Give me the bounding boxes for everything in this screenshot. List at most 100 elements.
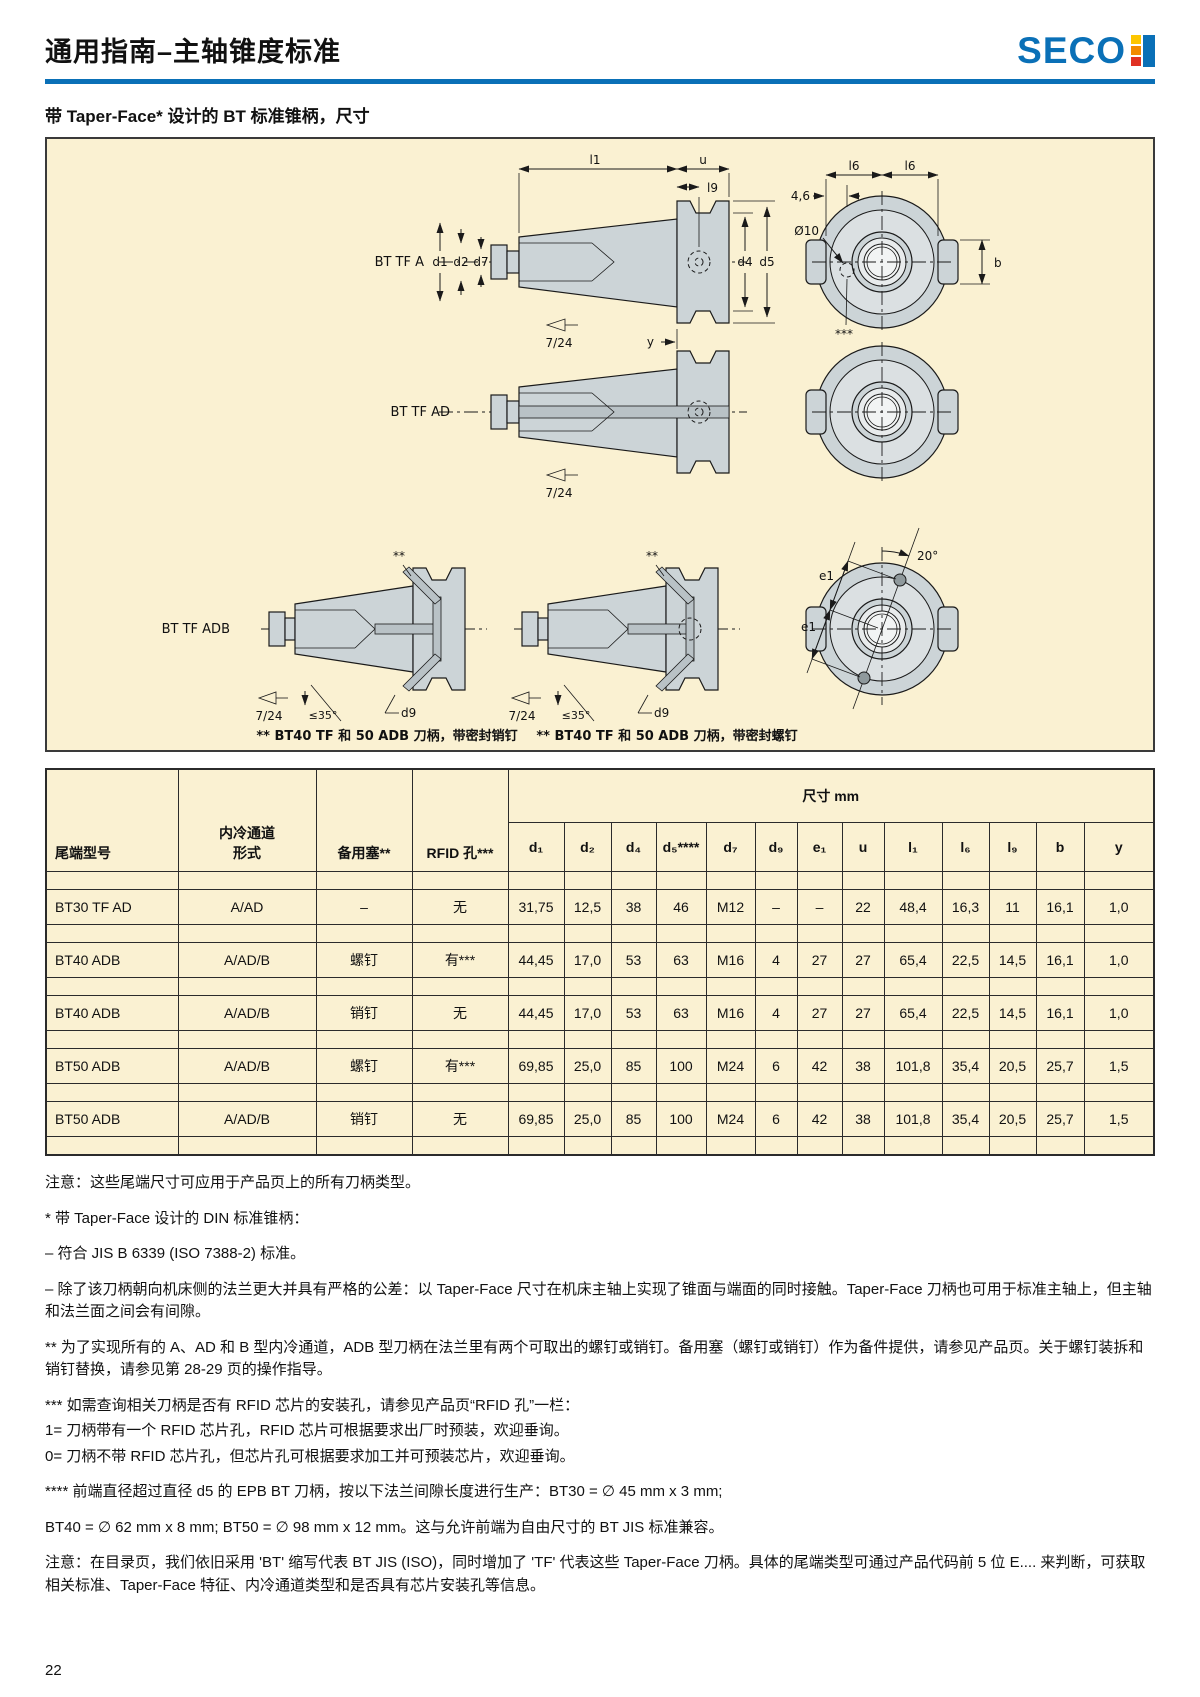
note-catalog-naming: 注意：在目录页，我们依旧采用 'BT' 缩写代表 BT JIS (ISO)，同时… bbox=[45, 1554, 1146, 1594]
cell-b: 16,1 bbox=[1035, 889, 1085, 925]
table-row: BT50 ADB A/AD/B 销钉 无 69,85 25,0 85 100 M… bbox=[45, 1101, 1155, 1137]
cell-d4: 53 bbox=[610, 942, 657, 978]
angle35-label: ≤35° bbox=[562, 709, 591, 722]
note-epb-bt30: **** 前端直径超过直径 d5 的 EPB BT 刀柄，按以下法兰间隙长度进行… bbox=[45, 1483, 723, 1500]
table-header-row: 尾端型号 内冷通道 形式 备用塞** RFID 孔*** 尺寸 mm bbox=[45, 768, 1155, 872]
cell-l9: 11 bbox=[988, 889, 1037, 925]
table-subheader-row: d₁ d₂ d₄ d₅**** d₇ d₉ e₁ u l₁ l₆ l₉ b y bbox=[46, 822, 1155, 872]
dim-d1-label: d1 bbox=[432, 255, 447, 269]
dim-u-label: u bbox=[699, 153, 707, 167]
cell-b: 16,1 bbox=[1035, 942, 1085, 978]
cell-e1: 27 bbox=[796, 995, 843, 1031]
dim-4-6-label: 4,6 bbox=[791, 189, 810, 203]
cell-d7: M16 bbox=[705, 942, 756, 978]
cell-l6: 35,4 bbox=[941, 1048, 990, 1084]
cell-d1: 44,45 bbox=[507, 995, 565, 1031]
cell-coolant: A/AD/B bbox=[177, 942, 317, 978]
stars2-label: ** bbox=[646, 549, 658, 563]
cell-rfid: 无 bbox=[411, 889, 509, 925]
dim-d5-label: d5 bbox=[759, 255, 774, 269]
page-header: 通用指南–主轴锥度标准 SECO bbox=[45, 0, 1155, 69]
dim-e1-lower-label: e1 bbox=[801, 620, 816, 634]
cell-e1: 42 bbox=[796, 1101, 843, 1137]
col-header-l1: l₁ bbox=[883, 822, 943, 872]
cell-d9: – bbox=[754, 889, 798, 925]
cell-l1: 101,8 bbox=[883, 1048, 943, 1084]
dim-l6-right-label: l6 bbox=[905, 159, 916, 173]
cell-d5: 63 bbox=[655, 942, 707, 978]
note-flange-tolerance: – 除了该刀柄朝向机床侧的法兰更大并具有严格的公差：以 Taper-Face 尺… bbox=[45, 1280, 1152, 1321]
spacer-row bbox=[45, 1136, 1155, 1156]
cell-d2: 25,0 bbox=[563, 1101, 612, 1137]
col-header-coolant: 内冷通道 形式 bbox=[177, 768, 317, 872]
cell-d1: 69,85 bbox=[507, 1048, 565, 1084]
caption-sealing-screw: ** BT40 TF 和 50 ADB 刀柄，带密封螺钉 bbox=[536, 728, 797, 744]
cell-u: 38 bbox=[841, 1101, 885, 1137]
cell-l1: 65,4 bbox=[883, 995, 943, 1031]
dim-l9-label: l9 bbox=[707, 181, 718, 195]
page-number: 22 bbox=[45, 1662, 62, 1679]
table-row: BT40 ADB A/AD/B 销钉 无 44,45 17,0 53 63 M1… bbox=[45, 995, 1155, 1031]
view-label-bt-tf-ad: BT TF AD bbox=[391, 405, 450, 420]
cell-y: 1,5 bbox=[1083, 1101, 1155, 1137]
dimensions-table: 尾端型号 内冷通道 形式 备用塞** RFID 孔*** 尺寸 mm d₁ d₂… bbox=[45, 768, 1155, 1156]
seco-logo-flag-icon bbox=[1131, 34, 1155, 67]
view-label-bt-tf-a: BT TF A bbox=[375, 255, 425, 270]
cell-d9: 6 bbox=[754, 1048, 798, 1084]
cell-plug: 螺钉 bbox=[315, 942, 413, 978]
note-taper-face-din: * 带 Taper-Face 设计的 DIN 标准锥柄： bbox=[45, 1209, 309, 1227]
dim-dia10-label: Ø10 bbox=[794, 224, 819, 238]
cell-e1: – bbox=[796, 889, 843, 925]
dim-d7-label: d7 bbox=[473, 255, 488, 269]
cell-d5: 63 bbox=[655, 995, 707, 1031]
cell-d9: 6 bbox=[754, 1101, 798, 1137]
page-title: 通用指南–主轴锥度标准 bbox=[45, 37, 342, 67]
drawing-bt-tf-adb-left: ** 7/24 ≤35° d9 BT TF ADB bbox=[162, 549, 487, 723]
drawing-bt-tf-adb-right: ** 7/24 ≤35° d9 bbox=[509, 549, 740, 723]
col-header-l9: l₉ bbox=[988, 822, 1037, 872]
dim-l6-left-label: l6 bbox=[849, 159, 860, 173]
cell-model: BT30 TF AD bbox=[45, 889, 179, 925]
cell-l1: 101,8 bbox=[883, 1101, 943, 1137]
cell-u: 22 bbox=[841, 889, 885, 925]
note-rfid-1: 1= 刀柄带有一个 RFID 芯片孔，RFID 芯片可根据要求出厂时预装，欢迎垂… bbox=[45, 1422, 569, 1439]
cell-l6: 22,5 bbox=[941, 942, 990, 978]
note-rfid-intro: *** 如需查询相关刀柄是否有 RFID 芯片的安装孔，请参见产品页“RFID … bbox=[45, 1396, 580, 1414]
spacer-row bbox=[45, 1030, 1155, 1049]
cell-d9: 4 bbox=[754, 995, 798, 1031]
cell-l9: 14,5 bbox=[988, 995, 1037, 1031]
end-view-bt-tf-ad bbox=[805, 342, 959, 482]
header-divider bbox=[45, 79, 1155, 84]
col-header-d9: d₉ bbox=[754, 822, 798, 872]
cell-d5: 100 bbox=[655, 1101, 707, 1137]
cell-l9: 20,5 bbox=[988, 1048, 1037, 1084]
col-header-d7: d₇ bbox=[705, 822, 756, 872]
col-header-y: y bbox=[1083, 822, 1155, 872]
caption-sealing-pin: ** BT40 TF 和 50 ADB 刀柄，带密封销钉 bbox=[256, 728, 517, 744]
spacer-row bbox=[45, 924, 1155, 943]
cell-y: 1,5 bbox=[1083, 1048, 1155, 1084]
dim-d4-label: d4 bbox=[737, 255, 752, 269]
cell-rfid: 有*** bbox=[411, 942, 509, 978]
cell-d7: M24 bbox=[705, 1101, 756, 1137]
cell-l9: 14,5 bbox=[988, 942, 1037, 978]
col-header-b: b bbox=[1035, 822, 1085, 872]
dim-y-label: y bbox=[647, 335, 654, 349]
note-epb-bt40-bt50: BT40 = ∅ 62 mm x 8 mm; BT50 = ∅ 98 mm x … bbox=[45, 1518, 724, 1536]
cell-y: 1,0 bbox=[1083, 889, 1155, 925]
spacer-row bbox=[45, 1083, 1155, 1102]
cell-u: 27 bbox=[841, 942, 885, 978]
cell-d2: 17,0 bbox=[563, 942, 612, 978]
cell-b: 16,1 bbox=[1035, 995, 1085, 1031]
col-header-u: u bbox=[841, 822, 885, 872]
footnotes: 注意：这些尾端尺寸可应用于产品页上的所有刀柄类型。 * 带 Taper-Face… bbox=[45, 1172, 1155, 1597]
table-row: BT30 TF AD A/AD – 无 31,75 12,5 38 46 M12… bbox=[45, 889, 1155, 925]
cell-model: BT50 ADB bbox=[45, 1101, 179, 1137]
cell-y: 1,0 bbox=[1083, 995, 1155, 1031]
cell-l9: 20,5 bbox=[988, 1101, 1037, 1137]
spacer-row bbox=[45, 977, 1155, 996]
cell-rfid: 无 bbox=[411, 1101, 509, 1137]
stars2-label: ** bbox=[393, 549, 405, 563]
cell-y: 1,0 bbox=[1083, 942, 1155, 978]
cell-l6: 22,5 bbox=[941, 995, 990, 1031]
